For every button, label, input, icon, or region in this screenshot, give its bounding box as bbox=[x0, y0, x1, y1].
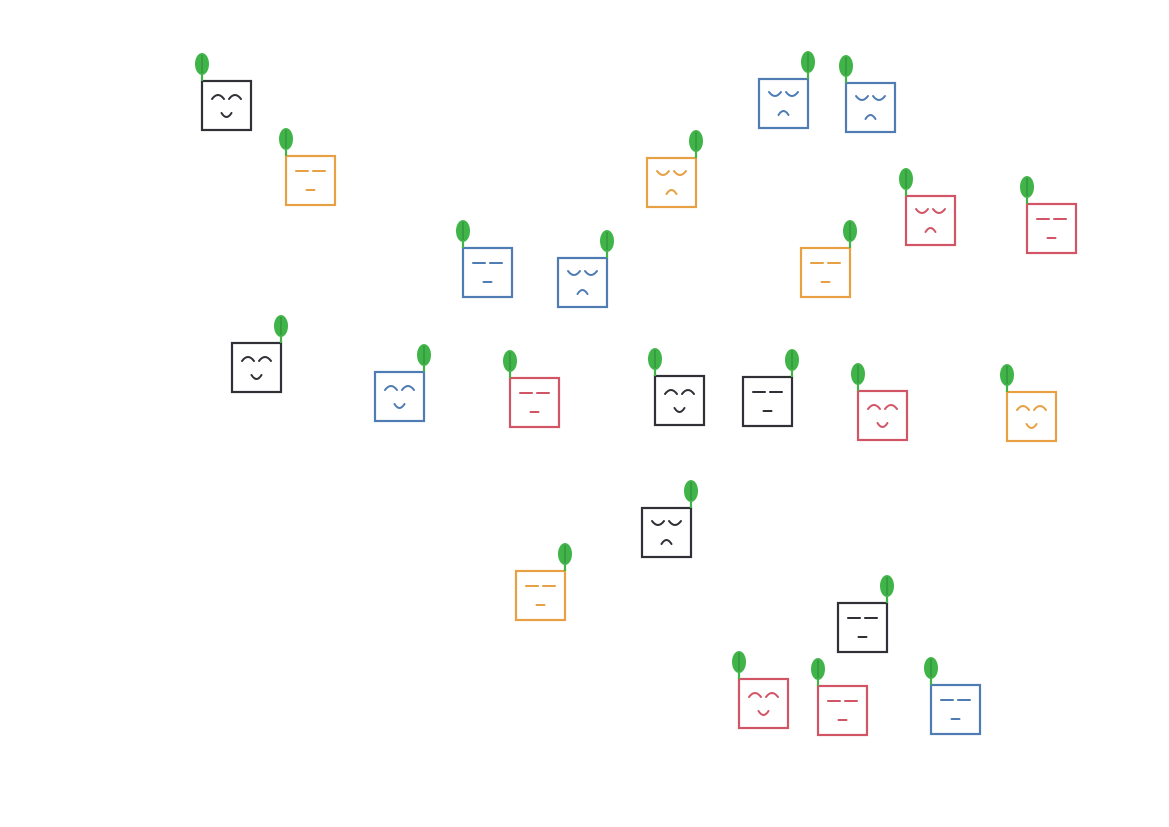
face-box bbox=[640, 506, 693, 559]
mouth bbox=[1025, 423, 1038, 429]
leaf-icon bbox=[417, 344, 431, 372]
eyes bbox=[664, 389, 695, 395]
leaf-icon bbox=[600, 230, 614, 258]
face-red-neutral bbox=[1020, 176, 1078, 255]
face-orange-neutral bbox=[514, 543, 572, 622]
leaf-icon bbox=[924, 657, 938, 685]
eyes bbox=[656, 170, 687, 176]
eyes bbox=[867, 404, 898, 410]
leaf-icon bbox=[274, 315, 288, 343]
mouth bbox=[250, 374, 263, 380]
face-black-happy bbox=[230, 315, 288, 394]
face-box bbox=[461, 246, 514, 299]
face-box bbox=[1025, 202, 1078, 255]
leaf-icon bbox=[843, 220, 857, 248]
face-black-happy bbox=[648, 348, 706, 427]
leaf-icon bbox=[732, 651, 746, 679]
leaf-icon bbox=[558, 543, 572, 571]
face-orange-neutral bbox=[799, 220, 857, 299]
face-black-happy bbox=[195, 53, 253, 132]
leaf-icon bbox=[689, 130, 703, 158]
face-box bbox=[844, 81, 897, 134]
face-box bbox=[645, 156, 698, 209]
leaf-icon bbox=[839, 55, 853, 83]
face-box bbox=[508, 376, 561, 429]
face-red-neutral bbox=[811, 658, 869, 737]
face-box bbox=[904, 194, 957, 247]
face-box bbox=[816, 684, 869, 737]
face-box bbox=[737, 677, 790, 730]
leaf-icon bbox=[279, 128, 293, 156]
face-black-sad bbox=[640, 480, 698, 559]
leaf-icon bbox=[684, 480, 698, 508]
face-orange-neutral bbox=[279, 128, 337, 207]
leaf-icon bbox=[851, 363, 865, 391]
face-box bbox=[373, 370, 426, 423]
face-orange-sad bbox=[645, 130, 703, 209]
face-red-sad bbox=[899, 168, 957, 247]
leaf-icon bbox=[899, 168, 913, 196]
mouth bbox=[876, 422, 889, 428]
face-red-neutral bbox=[503, 350, 561, 429]
face-box bbox=[856, 389, 909, 442]
leaf-icon bbox=[785, 349, 799, 377]
mouth bbox=[673, 407, 686, 413]
face-red-happy bbox=[851, 363, 909, 442]
eyes bbox=[768, 91, 799, 97]
leaf-icon bbox=[1020, 176, 1034, 204]
mouth bbox=[757, 710, 770, 716]
mouth bbox=[660, 539, 673, 545]
leaf-icon bbox=[456, 220, 470, 248]
face-blue-sad bbox=[757, 51, 815, 130]
eyes bbox=[915, 208, 946, 214]
eyes bbox=[1016, 405, 1047, 411]
face-box bbox=[836, 601, 889, 654]
leaf-icon bbox=[195, 53, 209, 81]
eyes bbox=[651, 520, 682, 526]
leaf-icon bbox=[1000, 364, 1014, 392]
mouth bbox=[665, 189, 678, 195]
face-box bbox=[929, 683, 982, 736]
face-black-neutral bbox=[836, 575, 894, 654]
leaf-icon bbox=[503, 350, 517, 378]
eyes bbox=[384, 385, 415, 391]
face-blue-neutral bbox=[924, 657, 982, 736]
face-box bbox=[757, 77, 810, 130]
face-box bbox=[556, 256, 609, 309]
leaf-icon bbox=[880, 575, 894, 603]
leaf-icon bbox=[648, 348, 662, 376]
face-box bbox=[514, 569, 567, 622]
mouth bbox=[864, 114, 877, 120]
face-blue-neutral bbox=[456, 220, 514, 299]
face-orange-happy bbox=[1000, 364, 1058, 443]
leaf-icon bbox=[811, 658, 825, 686]
face-blue-sad bbox=[556, 230, 614, 309]
face-box bbox=[230, 341, 283, 394]
face-blue-sad bbox=[839, 55, 897, 134]
eyes bbox=[748, 692, 779, 698]
face-box bbox=[799, 246, 852, 299]
mouth bbox=[220, 112, 233, 118]
face-black-neutral bbox=[741, 349, 799, 428]
eyes bbox=[211, 94, 242, 100]
eyes bbox=[567, 270, 598, 276]
face-box bbox=[1005, 390, 1058, 443]
face-red-happy bbox=[732, 651, 790, 730]
face-box bbox=[200, 79, 253, 132]
face-box bbox=[653, 374, 706, 427]
mouth bbox=[924, 227, 937, 233]
mouth bbox=[777, 110, 790, 116]
mouth bbox=[576, 289, 589, 295]
face-box bbox=[284, 154, 337, 207]
eyes bbox=[855, 95, 886, 101]
eyes bbox=[241, 356, 272, 362]
mouth bbox=[393, 403, 406, 409]
leaf-icon bbox=[801, 51, 815, 79]
face-blue-happy bbox=[373, 344, 431, 423]
face-box bbox=[741, 375, 794, 428]
